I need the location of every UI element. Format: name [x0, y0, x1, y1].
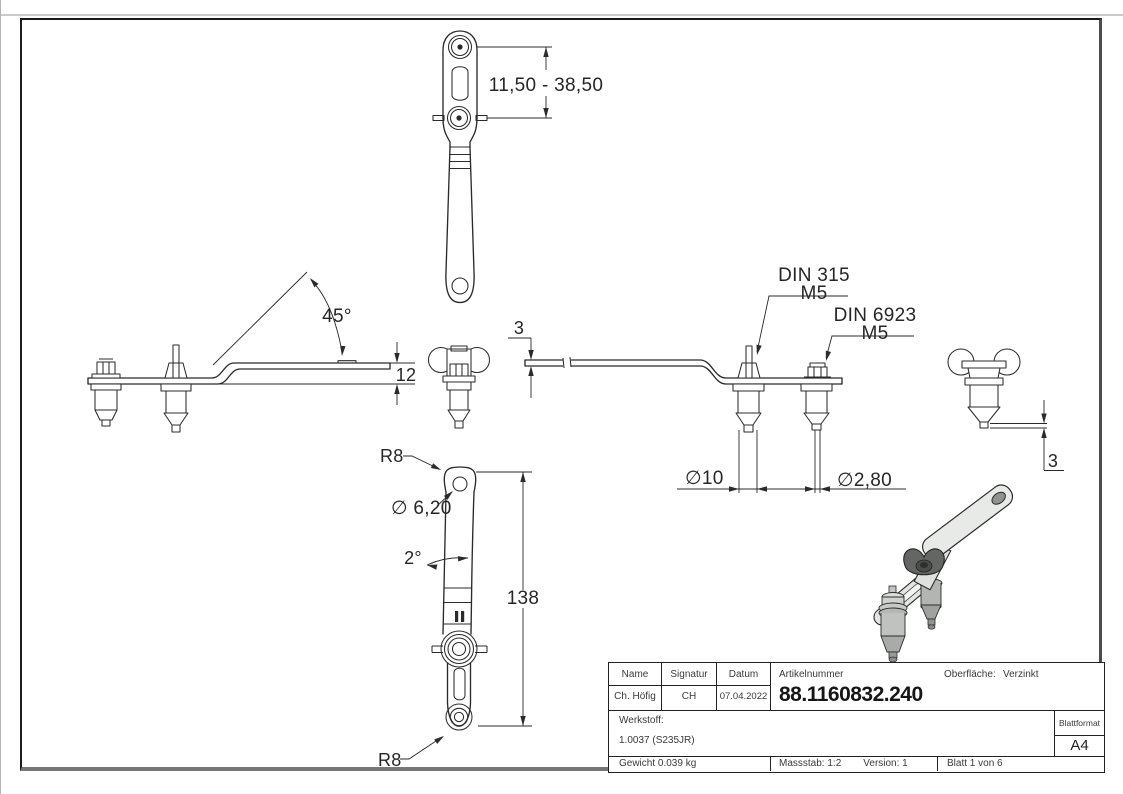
- callout-din6923-thread: M5: [862, 323, 889, 344]
- dim-dia10-text: ∅10: [685, 468, 724, 489]
- artikelnummer-label: Artikelnummer: [779, 669, 844, 680]
- view-front: R8 ∅ 6,20 2°: [378, 446, 539, 770]
- title-block-row-middle: Werkstoff: 1.0037 (S235JR) Blattformat A…: [609, 710, 1104, 756]
- callout-din6923-text: DIN 6923: [834, 305, 917, 326]
- title-block-row-bottom: Gewicht 0.039 kg Massstab: 1:2 Version: 1…: [609, 756, 1104, 771]
- name-cell: Name Ch. Höfig: [609, 663, 662, 710]
- oberflaeche-value: Verzinkt: [1003, 669, 1039, 680]
- artikelnummer-cell: Artikelnummer Oberfläche: Verzinkt 88.11…: [771, 663, 1104, 710]
- blatt-value: Blatt 1 von 6: [947, 758, 1003, 769]
- view-3d-render: [873, 484, 1014, 663]
- dim-r8-top-text: R8: [380, 446, 404, 466]
- artikelnummer-value: 88.1160832.240: [779, 683, 923, 706]
- title-block: Name Ch. Höfig Signatur CH Datum 07.04.2…: [608, 662, 1105, 773]
- dim-offset12-text: 12: [396, 365, 417, 385]
- werkstoff-cell: Werkstoff: 1.0037 (S235JR): [609, 711, 1055, 756]
- view-side-right: 3 ∅10 ∅2,80 DI: [427, 265, 917, 493]
- dim-sheet3-text: 3: [514, 318, 524, 338]
- page-edge-left: [0, 0, 1, 794]
- 3d-wing-nut: [903, 548, 945, 576]
- datum-value: 07.04.2022: [719, 691, 768, 702]
- name-value: Ch. Höfig: [614, 691, 656, 702]
- version-value: Version: 1: [863, 758, 908, 769]
- datum-label: Datum: [717, 663, 770, 686]
- werkstoff-value: 1.0037 (S235JR): [619, 735, 695, 746]
- datum-cell: Datum 07.04.2022: [717, 663, 771, 710]
- dim-range-text: 11,50 - 38,50: [489, 75, 603, 96]
- name-label: Name: [609, 663, 661, 686]
- drawing-border-frame: [20, 18, 1102, 771]
- dim-r8-bottom-text: R8: [378, 750, 402, 770]
- view-top: 11,50 - 38,50: [432, 30, 603, 304]
- callout-din315-text: DIN 315: [778, 265, 850, 286]
- page-edge-top: [0, 14, 1123, 16]
- signatur-cell: Signatur CH: [662, 663, 717, 710]
- blattformat-cell: Blattformat A4: [1055, 711, 1104, 756]
- 3d-left-bolt: [878, 585, 908, 663]
- dim-angle45-text: 45°: [322, 306, 352, 327]
- dim-dia280-text: ∅2,80: [837, 470, 892, 491]
- 3d-handle: [921, 484, 1014, 559]
- werkstoff-label: Werkstoff:: [619, 715, 664, 726]
- massstab-cell: Massstab: 1:2 Version: 1: [771, 757, 938, 771]
- signatur-label: Signatur: [662, 663, 716, 686]
- massstab-value: Massstab: 1:2: [779, 758, 842, 769]
- dim-dia620-text: ∅ 6,20: [391, 498, 452, 519]
- view-wingnut-front: 3: [947, 348, 1064, 471]
- title-block-row-top: Name Ch. Höfig Signatur CH Datum 07.04.2…: [609, 663, 1104, 710]
- callout-din315-thread: M5: [801, 283, 828, 304]
- blattformat-value: A4: [1070, 737, 1089, 754]
- dim-tip3-text: 3: [1048, 451, 1058, 471]
- oberflaeche-label: Oberfläche:: [944, 669, 996, 680]
- gewicht-value: Gewicht 0.039 kg: [609, 757, 771, 771]
- signatur-value: CH: [681, 691, 697, 702]
- dim-138-text: 138: [507, 588, 540, 609]
- view-side-left: 45° 12: [87, 271, 417, 433]
- dim-angle2-text: 2°: [404, 548, 422, 568]
- blattformat-label: Blattformat: [1055, 711, 1104, 736]
